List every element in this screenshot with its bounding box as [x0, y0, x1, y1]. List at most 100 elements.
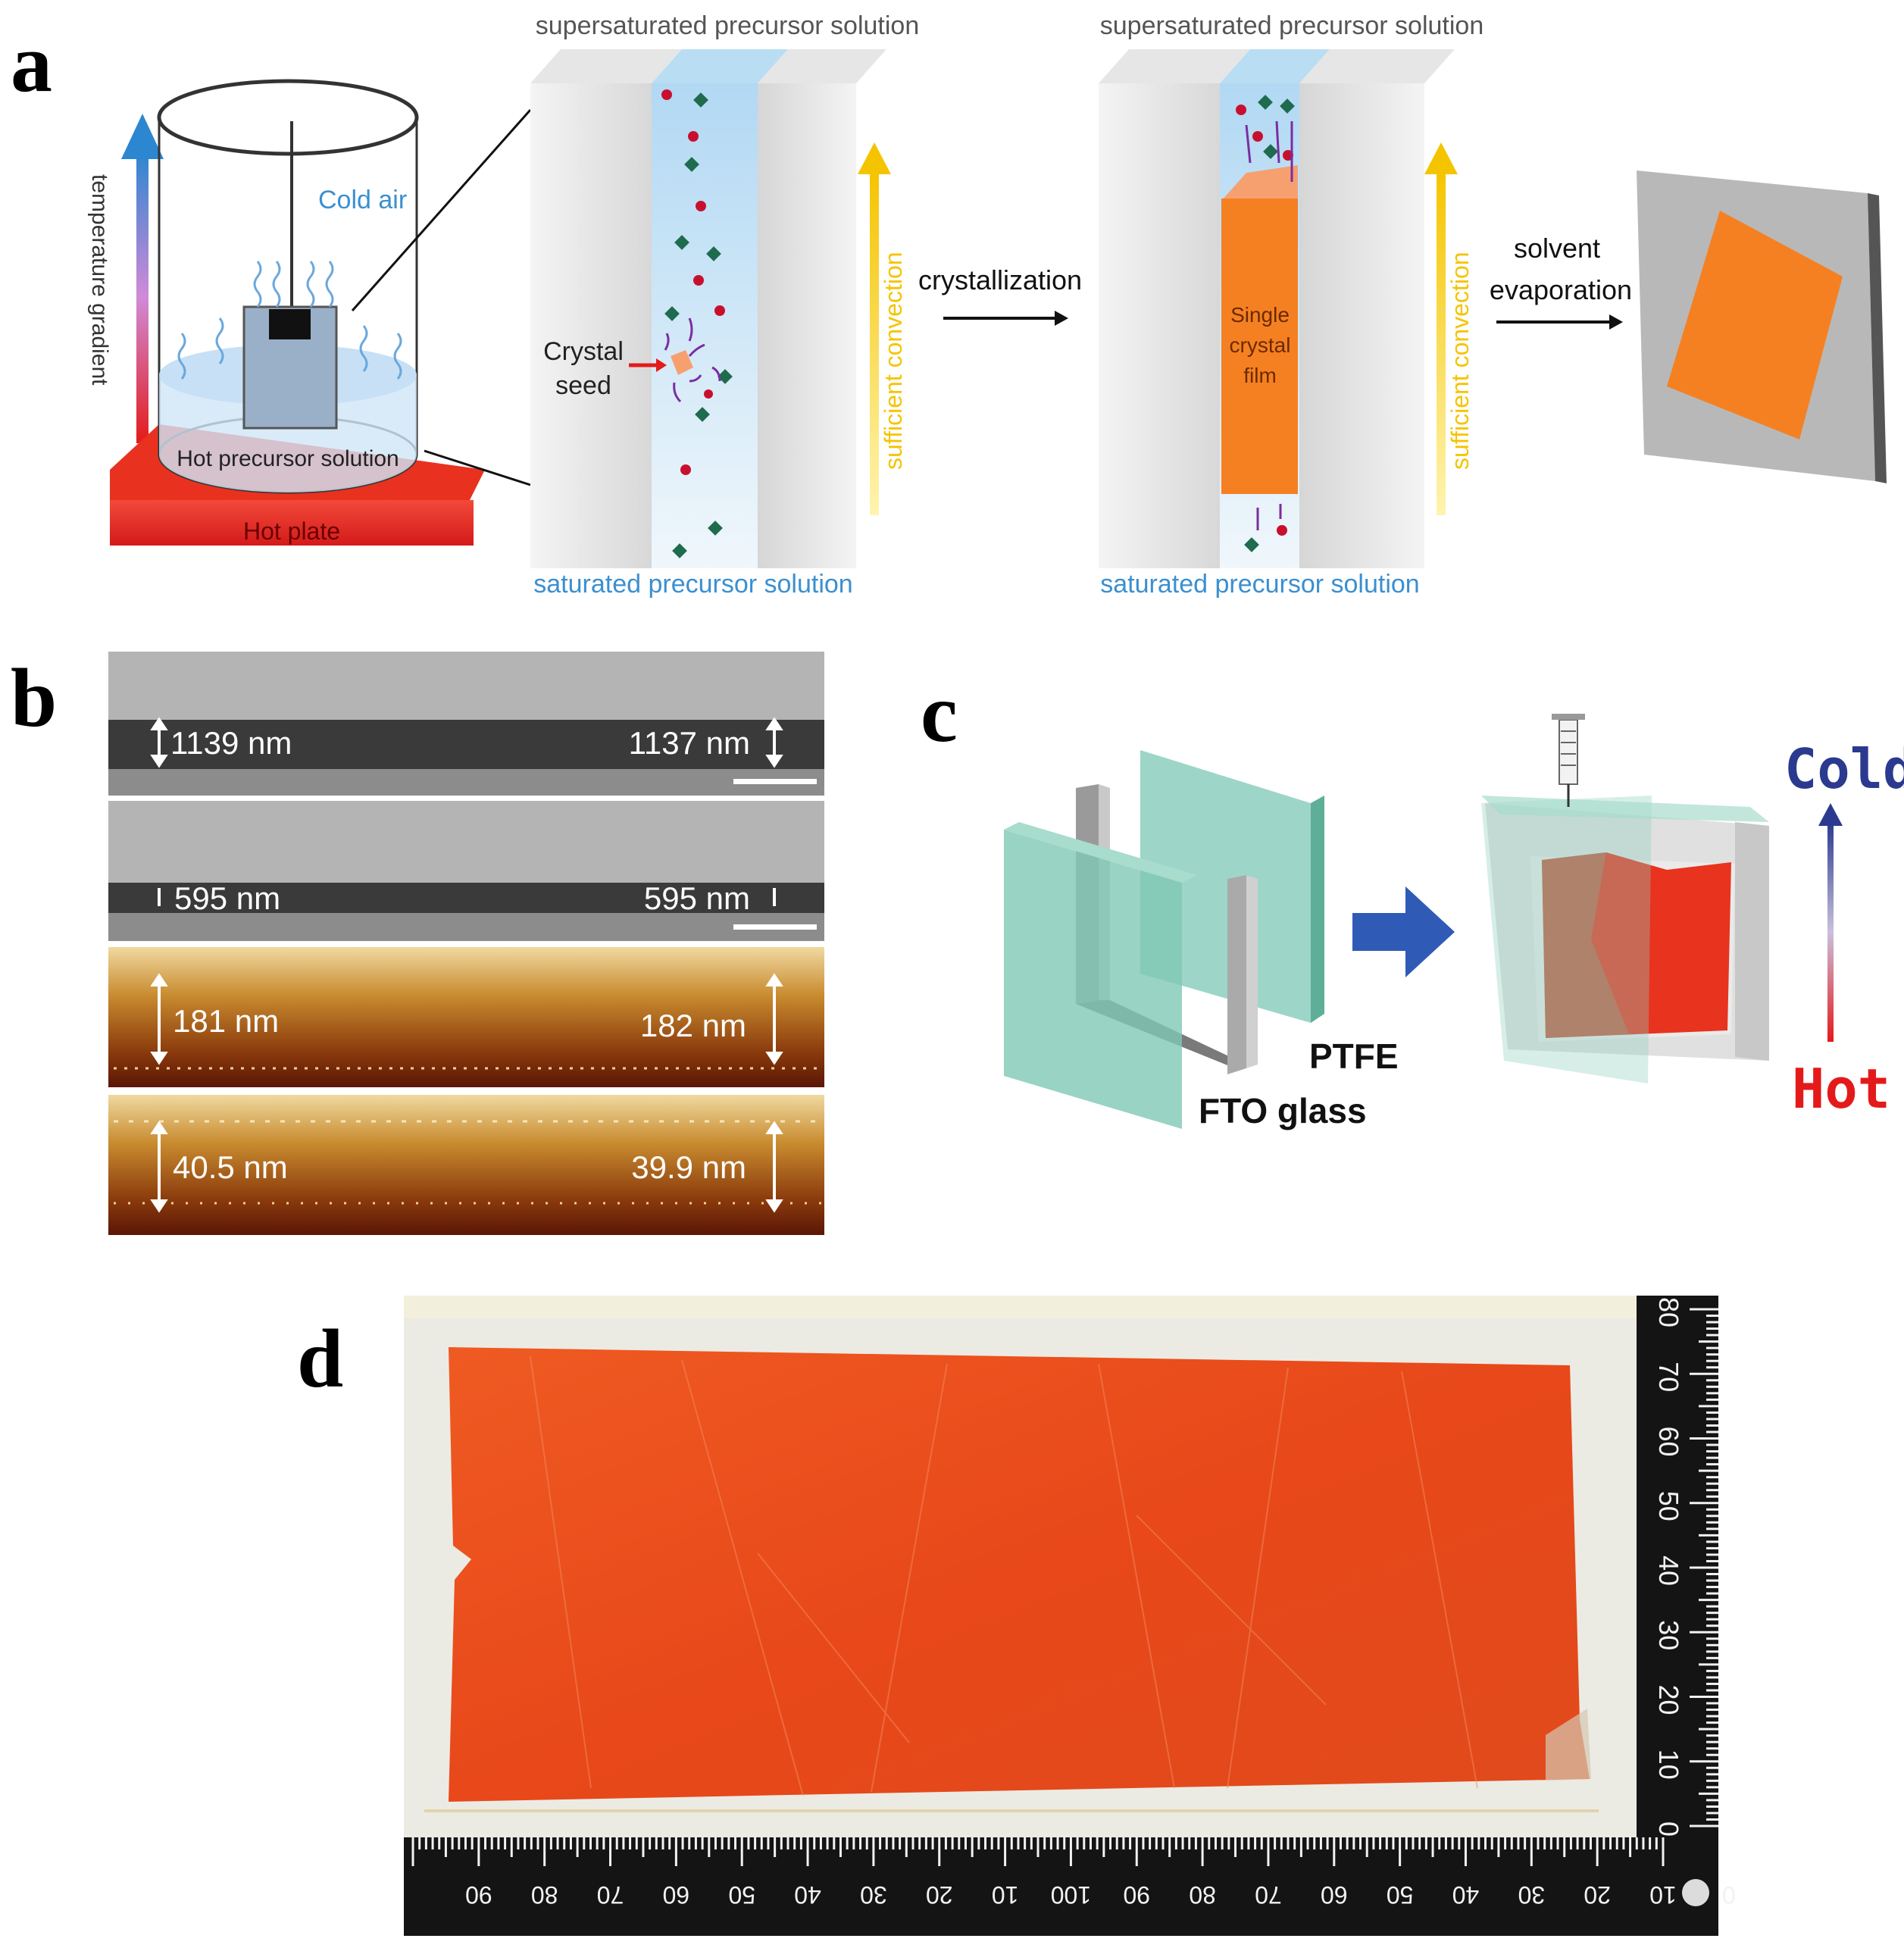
beaker-rim — [157, 79, 419, 156]
wall-top-left — [530, 49, 682, 83]
thickness-left-4: 40.5 nm — [173, 1149, 288, 1185]
single-crystal-label-line1: Single — [1230, 303, 1290, 327]
convection-arrow-1 — [870, 170, 879, 515]
ruler-label: 20 — [926, 1881, 953, 1909]
ruler-label: 10 — [1649, 1881, 1677, 1909]
migration-paths — [664, 317, 721, 403]
single-crystal-label-line3: film — [1243, 364, 1277, 387]
single-crystal-label-line2: crystal — [1230, 333, 1291, 357]
saturated-label-1: saturated precursor solution — [533, 570, 852, 599]
ruler-vertical-ticks — [1690, 1308, 1718, 1827]
crystal-seed — [671, 350, 693, 375]
cold-label: Cold — [1784, 737, 1904, 801]
crystallization-arrowhead — [1055, 311, 1068, 326]
afm-image-1 — [108, 947, 824, 1087]
single-crystal-film-block — [1221, 199, 1298, 494]
ruler-label: 50 — [1387, 1881, 1414, 1909]
ruler-label: 10 — [992, 1881, 1019, 1909]
cold-air-label: Cold air — [318, 186, 407, 214]
thickness-left-2: 595 nm — [174, 880, 280, 916]
temperature-gradient-arrowhead — [121, 114, 164, 159]
ruler-label: 30 — [1518, 1881, 1546, 1909]
ruler-label: 0 — [1653, 1821, 1684, 1837]
ruler-label: 90 — [1123, 1881, 1150, 1909]
fto-glass-label: FTO glass — [1199, 1091, 1367, 1130]
panel-letter-a: a — [11, 17, 52, 109]
zoom-line-top — [351, 109, 532, 311]
crystal-seed-label-line2: seed — [555, 371, 611, 400]
cold-hot-arrowhead — [1818, 803, 1843, 826]
ptfe-label: PTFE — [1309, 1036, 1399, 1076]
panel-b: b 1139 nm 1137 nm 595 nm 595 nm — [11, 652, 824, 1235]
cold-hot-arrow — [1827, 822, 1834, 1042]
evaporation-arrowhead — [1609, 314, 1623, 330]
particles-2 — [1236, 95, 1295, 552]
thickness-left-3: 181 nm — [173, 1003, 279, 1039]
panel-letter-c: c — [921, 667, 958, 759]
zoom-line-bottom — [424, 449, 531, 486]
process-arrow — [1352, 886, 1455, 977]
hot-plate-label: Hot plate — [243, 517, 340, 545]
ruler-label: 80 — [531, 1881, 558, 1909]
hot-label: Hot — [1792, 1057, 1890, 1121]
ruler-label: 10 — [1653, 1749, 1684, 1780]
final-crystal-film — [1667, 211, 1843, 439]
ruler-label: 0 — [1722, 1881, 1736, 1909]
crystallization-label: crystallization — [918, 264, 1082, 295]
panel-letter-b: b — [11, 652, 57, 744]
scale-bar-1 — [733, 779, 817, 784]
solvent-evaporation-label-line2: evaporation — [1490, 274, 1632, 305]
wall-right — [758, 83, 856, 568]
panel-a: a temperature gradient Hot plate Hot pre… — [11, 11, 1887, 599]
ruler-label: 20 — [1584, 1881, 1611, 1909]
panel-letter-d: d — [297, 1312, 343, 1405]
ruler-label: 40 — [1452, 1881, 1480, 1909]
convection-arrowhead-1 — [858, 142, 891, 174]
ruler-label: 30 — [860, 1881, 887, 1909]
ruler-label: 40 — [1653, 1555, 1684, 1586]
ruler-label: 60 — [663, 1881, 690, 1909]
wall-left — [530, 83, 652, 568]
thickness-right-2: 595 nm — [644, 880, 750, 916]
wall-right-2 — [1299, 83, 1424, 568]
temperature-gradient-arrow — [136, 152, 149, 443]
channel-view-1: Crystal seed sufficient convection super… — [530, 11, 919, 599]
temperature-gradient-label: temperature gradient — [87, 174, 112, 386]
seed-pointer-head — [656, 358, 667, 372]
syringe — [1559, 719, 1578, 785]
assembled-cell — [1481, 714, 1769, 1083]
ruler-label: 50 — [1653, 1491, 1684, 1521]
fto-glass-back — [1140, 750, 1311, 1023]
film-texture — [530, 1355, 1478, 1796]
thickness-left-1: 1139 nm — [170, 725, 292, 761]
solvent-evaporation-label-line1: solvent — [1514, 233, 1600, 264]
solution-top — [652, 49, 788, 83]
thickness-right-1: 1137 nm — [629, 725, 750, 761]
ruler-label: 60 — [1653, 1426, 1684, 1456]
crystal-growth-front — [1221, 165, 1298, 201]
vapor-lines — [177, 261, 402, 380]
wall-left-2 — [1099, 83, 1220, 568]
ruler-label: 70 — [597, 1881, 624, 1909]
clamp — [269, 309, 311, 339]
saturated-label-2: saturated precursor solution — [1100, 570, 1419, 599]
solution-channel — [652, 83, 758, 568]
crystal-seed-label-line1: Crystal — [543, 337, 624, 366]
ruler-label: 90 — [465, 1881, 492, 1909]
ruler-label: 80 — [1189, 1881, 1216, 1909]
panel-c: c PTFE FTO glass — [921, 667, 1904, 1130]
convection-arrow-2 — [1437, 170, 1446, 515]
ruler-label: 80 — [1653, 1297, 1684, 1327]
migration-paths-2 — [1245, 120, 1293, 530]
ruler-label: 40 — [794, 1881, 821, 1909]
ruler-hole — [1682, 1879, 1709, 1906]
ruler-label: 30 — [1653, 1620, 1684, 1650]
ruler-label: 70 — [1255, 1881, 1282, 1909]
wall-top-right — [758, 49, 886, 83]
thickness-right-4: 39.9 nm — [631, 1149, 746, 1185]
sufficient-convection-label-2: sufficient convection — [1446, 252, 1474, 470]
